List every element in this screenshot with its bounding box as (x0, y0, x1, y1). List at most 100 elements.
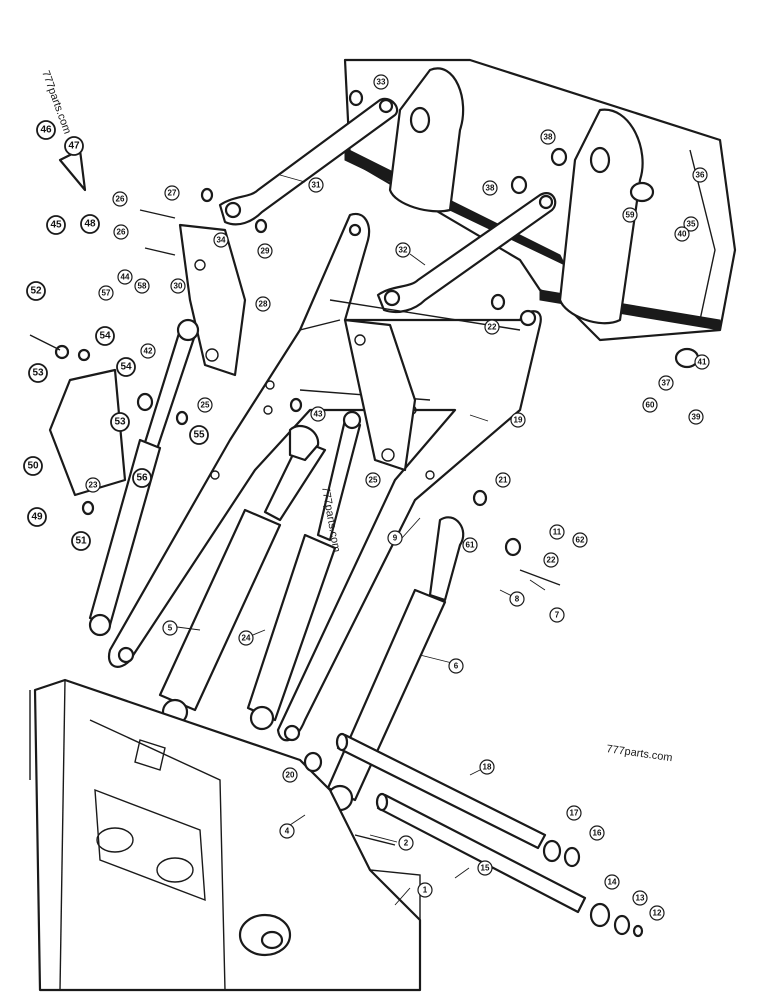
svg-text:31: 31 (312, 181, 321, 190)
callout-17: 17 (566, 805, 582, 821)
svg-text:47: 47 (68, 141, 80, 152)
callout-39: 39 (688, 409, 704, 425)
callout-40: 40 (674, 226, 690, 242)
svg-text:7: 7 (555, 611, 560, 620)
svg-text:41: 41 (698, 358, 707, 367)
svg-text:25: 25 (201, 401, 210, 410)
callout-53b: 53 (110, 412, 130, 432)
callout-28: 28 (255, 296, 271, 312)
callout-11: 11 (549, 524, 565, 540)
main-frame (29, 678, 422, 992)
svg-text:33: 33 (377, 78, 386, 87)
callout-44: 44 (117, 269, 133, 285)
svg-text:61: 61 (466, 541, 475, 550)
svg-text:54: 54 (99, 331, 111, 342)
svg-text:54: 54 (120, 362, 132, 373)
callout-6: 6 (448, 658, 464, 674)
callout-21: 21 (495, 472, 511, 488)
svg-text:4: 4 (285, 827, 290, 836)
callout-61: 61 (462, 537, 478, 553)
svg-text:52: 52 (30, 286, 42, 297)
svg-text:49: 49 (31, 512, 43, 523)
callout-50: 50 (23, 456, 43, 476)
callout-62: 62 (572, 532, 588, 548)
callout-27a: 27 (164, 185, 180, 201)
svg-text:25: 25 (369, 476, 378, 485)
callout-8: 8 (509, 591, 525, 607)
svg-text:51: 51 (75, 536, 87, 547)
callout-51: 51 (71, 531, 91, 551)
callout-22b: 22 (543, 552, 559, 568)
callout-18: 18 (479, 759, 495, 775)
callout-32: 32 (395, 242, 411, 258)
svg-text:36: 36 (696, 171, 705, 180)
svg-text:27: 27 (168, 189, 177, 198)
svg-text:46: 46 (40, 125, 52, 136)
callout-36: 36 (692, 167, 708, 183)
svg-text:18: 18 (483, 763, 492, 772)
callout-38b: 38 (482, 180, 498, 196)
loader-frame (107, 212, 542, 742)
svg-text:59: 59 (626, 211, 635, 220)
callout-26b: 26 (113, 224, 129, 240)
callout-25b: 25 (365, 472, 381, 488)
svg-text:6: 6 (454, 662, 459, 671)
callout-33: 33 (373, 74, 389, 90)
callout-47: 47 (64, 136, 84, 156)
callout-49: 49 (27, 507, 47, 527)
svg-text:9: 9 (393, 534, 398, 543)
cylinder-24 (246, 410, 362, 731)
callout-16: 16 (589, 825, 605, 841)
callout-31: 31 (308, 177, 324, 193)
svg-text:43: 43 (314, 410, 323, 419)
pivot-plates (178, 223, 417, 472)
svg-text:32: 32 (399, 246, 408, 255)
svg-text:13: 13 (636, 894, 645, 903)
svg-text:58: 58 (138, 282, 147, 291)
svg-text:50: 50 (27, 461, 39, 472)
svg-text:38: 38 (544, 133, 553, 142)
svg-text:35: 35 (687, 220, 696, 229)
svg-text:8: 8 (515, 595, 520, 604)
svg-text:45: 45 (50, 220, 62, 231)
callout-60: 60 (642, 397, 658, 413)
svg-text:44: 44 (121, 273, 130, 282)
callout-14: 14 (604, 874, 620, 890)
callout-25a: 25 (197, 397, 213, 413)
callout-20: 20 (282, 767, 298, 783)
svg-text:38: 38 (486, 184, 495, 193)
svg-text:39: 39 (692, 413, 701, 422)
bucket-links (218, 97, 557, 314)
callout-1: 1 (417, 882, 433, 898)
svg-text:22: 22 (547, 556, 556, 565)
svg-text:26: 26 (117, 228, 126, 237)
pins (335, 732, 644, 938)
svg-text:30: 30 (174, 282, 183, 291)
svg-text:12: 12 (653, 909, 662, 918)
callout-56: 56 (132, 468, 152, 488)
callout-37: 37 (658, 375, 674, 391)
svg-text:60: 60 (646, 401, 655, 410)
callout-22a: 22 (484, 319, 500, 335)
svg-text:26: 26 (116, 195, 125, 204)
svg-text:17: 17 (570, 809, 579, 818)
callout-19: 19 (510, 412, 526, 428)
callout-26a: 26 (112, 191, 128, 207)
callout-52: 52 (26, 281, 46, 301)
callout-55: 55 (189, 425, 209, 445)
callout-29: 29 (257, 243, 273, 259)
callout-42: 42 (140, 343, 156, 359)
svg-text:48: 48 (84, 219, 96, 230)
callout-48: 48 (80, 214, 100, 234)
svg-text:62: 62 (576, 536, 585, 545)
callout-54b: 54 (116, 357, 136, 377)
svg-text:24: 24 (242, 634, 251, 643)
callout-45: 45 (46, 215, 66, 235)
svg-text:21: 21 (499, 476, 508, 485)
svg-text:55: 55 (193, 430, 205, 441)
svg-text:53: 53 (32, 368, 44, 379)
callout-7: 7 (549, 607, 565, 623)
svg-text:56: 56 (136, 473, 148, 484)
callout-41: 41 (694, 354, 710, 370)
callout-9: 9 (387, 530, 403, 546)
